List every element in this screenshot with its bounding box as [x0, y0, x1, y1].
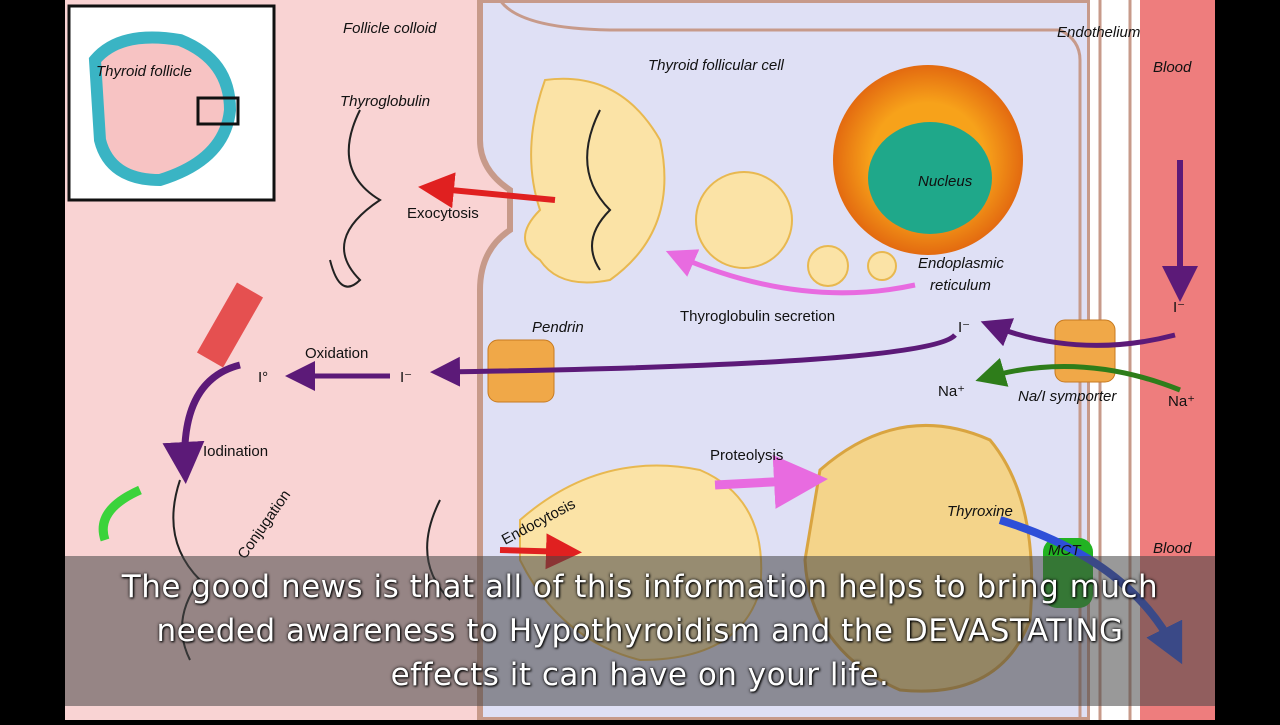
sodium-cell-label: Na⁺ [938, 383, 965, 400]
oxidation-label: Oxidation [305, 345, 368, 362]
secretion-arrow [665, 249, 916, 296]
caption-line-2: needed awareness to Hypothyroidism and t… [156, 613, 1124, 649]
iodination-label: Iodination [203, 443, 268, 460]
thyroglobulin-molecule [329, 109, 382, 288]
iodide-pendrin-arrow [430, 333, 957, 387]
endocytosis-arrow [499, 533, 582, 570]
iodide-symporter-arrow [980, 318, 1176, 348]
sodium-blood-label: Na⁺ [1168, 393, 1195, 410]
exocytosis-arrow [418, 172, 556, 209]
thyroglobulin-molecule [586, 109, 612, 271]
iodine-label: I° [258, 369, 268, 386]
na-i-symporter [1054, 319, 1116, 383]
thyroid-follicular-cell-label: Thyroid follicular cell [648, 57, 785, 74]
proteolysis-label: Proteolysis [710, 447, 783, 464]
iodide-cell-label: I⁻ [958, 319, 970, 336]
thyroglobulin-iodination-fan [196, 282, 264, 368]
mct-label: MCT [1048, 542, 1082, 559]
iodide-colloid-label: I⁻ [400, 369, 412, 386]
caption-line-1: The good news is that all of this inform… [121, 569, 1159, 605]
iodide-blood-label: I⁻ [1173, 299, 1185, 316]
conjugation-arrow [98, 485, 142, 542]
blood-bottom-label: Blood [1153, 540, 1192, 557]
thyroid-follicle-inset: Thyroid follicle [67, 4, 276, 202]
caption-line-3: effects it can have on your life. [390, 657, 890, 693]
subtitle-caption: The good news is that all of this inform… [65, 556, 1215, 706]
er-label-line2: reticulum [930, 277, 991, 294]
exocytosis-vesicle [524, 77, 666, 284]
secretory-vesicle-small [807, 245, 849, 287]
exocytosis-label: Exocytosis [407, 205, 479, 222]
pendrin-label: Pendrin [532, 319, 584, 336]
endothelium-label: Endothelium [1057, 24, 1140, 41]
thyroid-follicle-label: Thyroid follicle [96, 63, 192, 80]
nucleus [868, 122, 992, 234]
symporter-label: Na/I symporter [1018, 388, 1117, 405]
secretory-vesicle [695, 171, 793, 269]
thyroxine-label: Thyroxine [947, 503, 1013, 520]
proteolysis-arrow [714, 454, 828, 509]
blood-label: Blood [1153, 59, 1192, 76]
thyroglobulin-secretion-label: Thyroglobulin secretion [680, 308, 835, 325]
er-label-line1: Endoplasmic [918, 255, 1004, 272]
thyroglobulin-label: Thyroglobulin [340, 93, 430, 110]
sodium-arrow [975, 357, 1181, 393]
nucleus-label: Nucleus [918, 173, 973, 190]
secretory-vesicle-small [867, 251, 897, 281]
iodination-arrow [162, 361, 241, 484]
follicle-colloid-label: Follicle colloid [343, 20, 437, 37]
